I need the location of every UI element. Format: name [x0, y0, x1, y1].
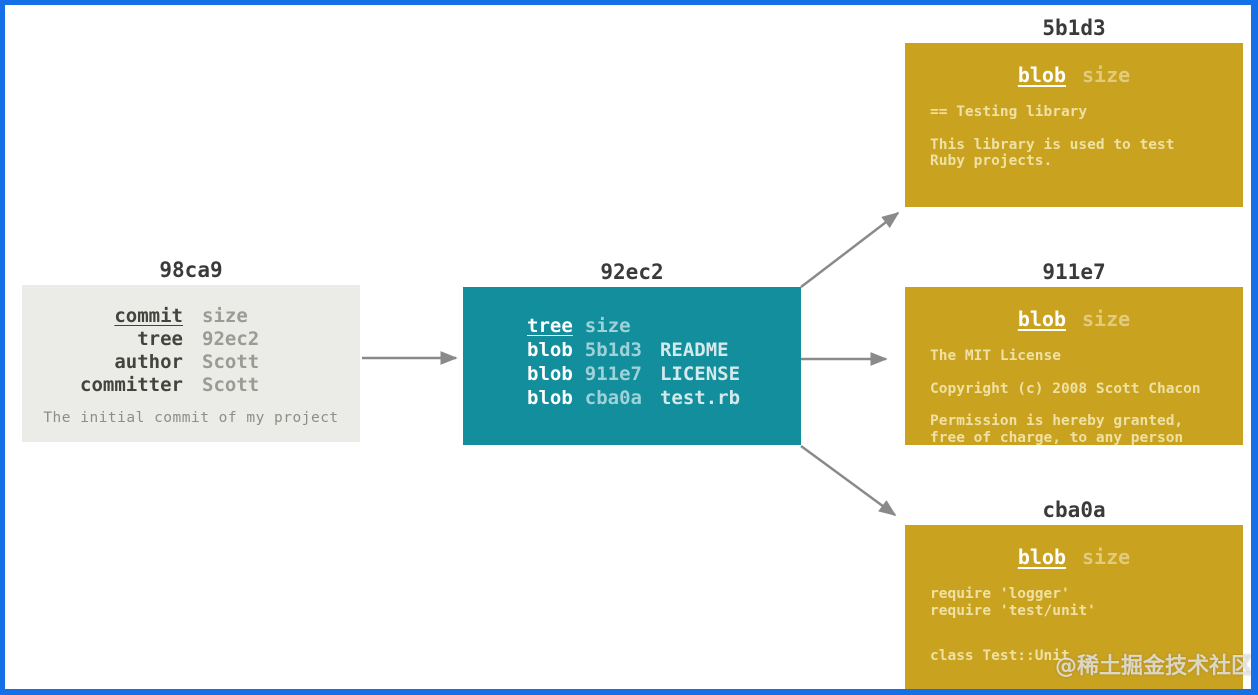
- tree-entry-row: blob 5b1d3 README: [527, 338, 801, 362]
- diagram-canvas: 98ca9 commit size tree 92ec2 author Scot…: [5, 5, 1251, 689]
- tree-size-label: size: [584, 315, 631, 337]
- commit-object-box: commit size tree 92ec2 author Scott comm…: [22, 285, 360, 442]
- commit-node: 98ca9 commit size tree 92ec2 author Scot…: [22, 257, 360, 442]
- tree-entry-hash: 5b1d3: [584, 339, 642, 361]
- watermark: @稀土掘金技术社区: [1055, 654, 1251, 679]
- commit-field-value: Scott: [202, 374, 260, 396]
- blob-header-row: blob size: [930, 546, 1233, 568]
- blob-node-5b1d3: 5b1d3 blob size == Testing library This l…: [905, 15, 1243, 207]
- blob-content-line: require 'test/unit': [930, 602, 1096, 619]
- blob-content-line: The MIT License: [930, 348, 1061, 364]
- blob-object-box: blob size The MIT License Copyright (c) 2…: [905, 287, 1243, 445]
- tree-entry-name: README: [659, 339, 729, 361]
- commit-field-value: 92ec2: [202, 328, 260, 350]
- tree-entry-type: blob: [527, 387, 573, 409]
- tree-entry-type: blob: [527, 339, 573, 361]
- blob-header-row: blob size: [930, 64, 1233, 86]
- blob-content-line: This library is used to test: [930, 136, 1175, 153]
- blob-object-box: blob size == Testing library This library…: [905, 43, 1243, 207]
- tree-entry-type: blob: [527, 363, 573, 385]
- tree-entry-name: test.rb: [659, 387, 741, 409]
- tree-entry-row: blob 911e7 LICENSE: [527, 362, 801, 386]
- blob-content-line: class Test::Unit: [930, 648, 1070, 664]
- tree-node: 92ec2 tree size blob 5b1d3 README blob 911e7…: [463, 259, 801, 445]
- blob-content-line: == Testing library: [930, 104, 1088, 120]
- commit-node-title: 98ca9: [159, 258, 223, 282]
- blob-node-title: 911e7: [1042, 260, 1106, 284]
- commit-message: The initial commit of my project: [43, 410, 339, 426]
- commit-type-label: commit: [114, 305, 183, 327]
- blob-header-row: blob size: [930, 308, 1233, 330]
- tree-entry-hash: 911e7: [584, 363, 642, 385]
- blob-type-label: blob: [1017, 307, 1066, 331]
- blob-content-line: Ruby projects.: [930, 153, 1053, 169]
- blob-content-line: require 'logger': [930, 586, 1070, 602]
- tree-entry-hash: cba0a: [584, 387, 642, 409]
- blob-node-cba0a: cba0a blob size require 'logger' require …: [905, 497, 1243, 689]
- tree-entry-row: blob cba0a test.rb: [527, 386, 801, 410]
- blob-object-box: blob size require 'logger' require 'test/…: [905, 525, 1243, 689]
- blob-size-label: size: [1082, 545, 1131, 569]
- tree-node-title: 92ec2: [600, 260, 664, 284]
- commit-field-label: tree: [137, 328, 183, 350]
- arrow-tree-to-blob-cba0a: [800, 444, 897, 517]
- blob-content-line: Copyright (c) 2008 Scott Chacon: [930, 380, 1201, 397]
- blob-content-line: free of charge, to any person: [930, 429, 1184, 446]
- blob-size-label: size: [1082, 307, 1131, 331]
- blob-type-label: blob: [1017, 63, 1066, 87]
- commit-field-row: tree 92ec2: [22, 328, 360, 351]
- commit-field-row: committer Scott: [22, 374, 360, 397]
- tree-header-row: tree size: [527, 314, 801, 338]
- blob-node-title: cba0a: [1042, 498, 1106, 522]
- tree-object-box: tree size blob 5b1d3 README blob 911e7 LICENS…: [463, 287, 801, 445]
- commit-size-label: size: [202, 305, 248, 327]
- blob-content-line: Permission is hereby granted,: [930, 413, 1184, 429]
- arrow-tree-to-blob-5b1d3: [800, 211, 900, 288]
- commit-field-label: author: [114, 351, 183, 373]
- commit-field-row: author Scott: [22, 351, 360, 374]
- blob-type-label: blob: [1017, 545, 1066, 569]
- commit-header-row: commit size: [22, 305, 360, 328]
- blob-size-label: size: [1082, 63, 1131, 87]
- commit-field-value: Scott: [202, 351, 260, 373]
- arrows-layer: [362, 211, 900, 517]
- commit-field-label: committer: [80, 374, 183, 396]
- blob-node-911e7: 911e7 blob size The MIT License Copyright…: [905, 259, 1243, 445]
- tree-entry-name: LICENSE: [659, 363, 741, 385]
- tree-type-label: tree: [527, 315, 573, 337]
- blob-node-title: 5b1d3: [1042, 16, 1106, 40]
